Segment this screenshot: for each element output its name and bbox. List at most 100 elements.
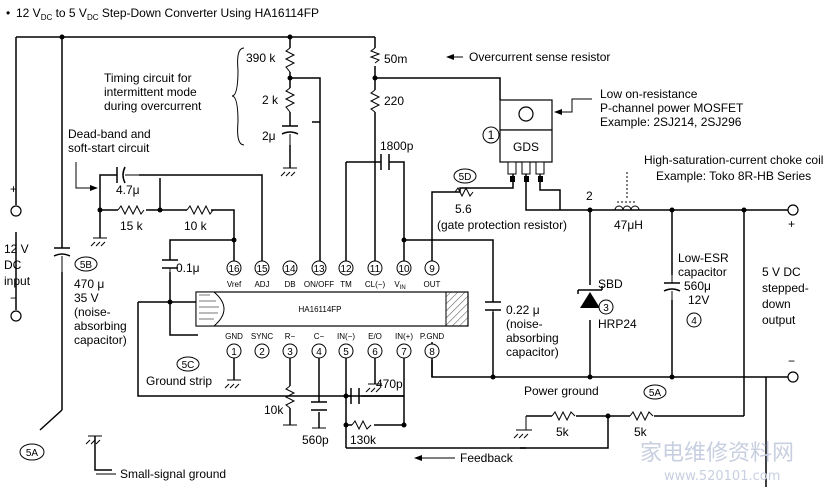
pin-label-eo: E/O [368,332,382,341]
marker-5d: 5D [459,172,472,183]
pin-2: 2 [259,347,265,358]
pin-6: 6 [372,347,378,358]
pin-label-r: R− [285,332,296,341]
label-output-2: stepped- [762,281,809,295]
marker-5a-left: 5A [26,448,39,459]
label-minus-in: − [10,291,17,305]
pin-label-tm: TM [340,280,352,289]
label-input-2: DC [4,258,22,272]
label-5k-a: 5k [556,425,570,439]
label-plus-in: + [10,182,17,196]
pin-1: 1 [231,347,237,358]
label-timing-1: Timing circuit for [104,71,192,85]
pin-label-c: C− [314,332,325,341]
label-feedback: Feedback [460,451,514,465]
resistor-5-6 [454,186,474,198]
chip-top-pins: 16 15 14 13 12 11 10 9 Vref ADJ DB ON/OF… [226,260,441,291]
marker-1: 1 [488,128,495,142]
label-node-2: 2 [586,189,593,203]
label-470u-1: 470 μ [74,277,104,291]
label-0-1u: 0.1μ [176,261,200,275]
label-0-22u-2: (noise- [506,317,543,331]
label-choke-1: High-saturation-current choke coil [644,153,823,167]
label-470u-3: (noise- [74,305,111,319]
resistor-2k [284,87,296,113]
label-input-3: input [4,274,31,288]
pin-7: 7 [401,347,407,358]
label-sbd: SBD [598,277,623,291]
marker-5a-right: 5A [649,388,662,399]
pin-label-in-plus: IN(+) [395,332,413,341]
resistor-50m [369,47,381,64]
label-timing-3: during overcurrent [104,99,202,113]
pin-label-cl: CL(−) [365,280,386,289]
label-470u-5: capacitor) [74,333,127,347]
resistor-390k [284,47,296,73]
label-10k-b: 10k [264,403,284,417]
ground-symbols [85,167,532,445]
label-minus-out: − [788,354,795,368]
label-lowesr-4: 12V [688,293,709,307]
pin-4: 4 [316,347,322,358]
resistor-130k [351,419,372,431]
label-mosfet-3: Example: 2SJ214, 2SJ296 [600,115,742,129]
label-0-22u-4: capacitor) [506,345,559,359]
label-plus-out: + [788,217,795,231]
labels: 390 k 2 k 2μ 50m 220 1800p Overcurrent s… [4,50,823,481]
pin-9: 9 [429,264,435,275]
pin-12: 12 [340,264,352,275]
pin-3: 3 [287,347,293,358]
marker-4: 4 [691,316,697,327]
inductor-47uh [614,205,640,211]
resistor-10k-b [284,385,296,409]
label-ground-strip: Ground strip [146,374,212,388]
label-5k-b: 5k [634,425,648,439]
pin-13: 13 [313,264,325,275]
chip-name: HA16114FP [299,305,342,314]
resistors [117,47,654,431]
pin-label-vref: Vref [227,280,242,289]
pin-label-sync: SYNC [251,332,273,341]
pin-label-pgnd: P.GND [420,332,445,341]
label-2k: 2 k [262,93,279,107]
label-power-ground: Power ground [524,384,599,398]
label-output-1: 5 V DC [762,265,801,279]
pin-5: 5 [343,347,349,358]
marker-5b: 5B [80,260,93,271]
pin-14: 14 [284,264,296,275]
pin-label-out: OUT [424,280,441,289]
mosfet-package [499,99,553,182]
pin-10: 10 [398,264,410,275]
schottky-diode [577,286,603,308]
pin-label-db: DB [284,280,295,289]
label-130k: 130k [350,433,377,447]
label-output-3: down [762,297,791,311]
marker-5c: 5C [182,360,195,371]
label-220: 220 [384,94,404,108]
marker-3: 3 [603,303,609,314]
label-2u: 2μ [262,129,276,143]
capacitor-560p [311,401,327,411]
label-overcurrent: Overcurrent sense resistor [469,50,610,64]
label-deadband-2: soft-start circuit [68,141,150,155]
label-choke-2: Example: Toko 8R-HB Series [656,169,811,183]
junctions [59,34,747,428]
circle-markers [19,126,702,461]
capacitor-470p [350,388,360,404]
watermark-url: www.520101.com [664,469,780,484]
pin-label-gnd: GND [225,332,243,341]
watermark-text: 家电维修资料网 [640,441,794,466]
capacitor-0-22u [485,301,501,311]
capacitor-470u [53,247,71,257]
label-gds: GDS [513,140,539,154]
label-560p: 560p [302,433,329,447]
chip-ha16114fp [195,291,469,327]
pin-15: 15 [256,264,268,275]
pin-8: 8 [429,347,435,358]
resistor-10k [186,204,214,216]
label-470p: 470p [376,377,403,391]
capacitor-1800p [380,154,390,170]
capacitor-4-7u [116,166,126,184]
resistor-220 [369,89,381,113]
